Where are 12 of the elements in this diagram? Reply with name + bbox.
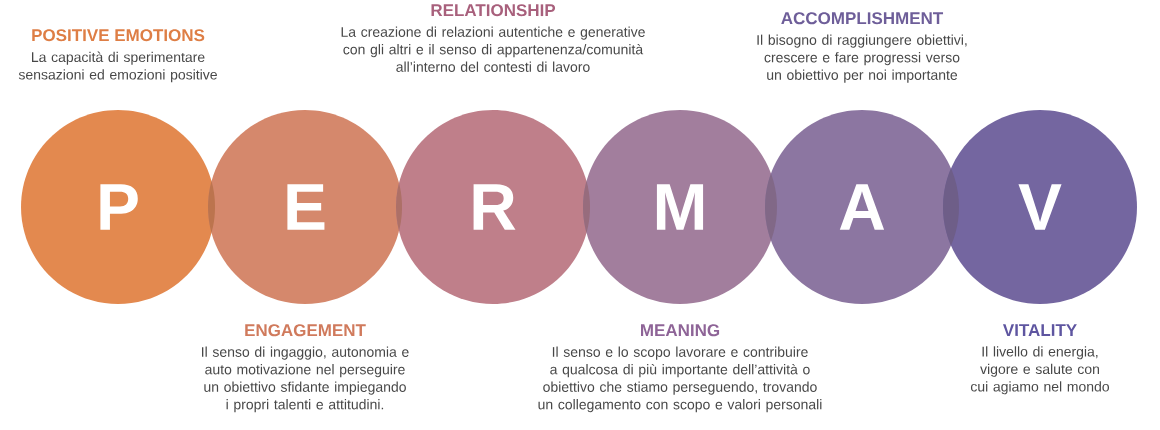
heading: ACCOMPLISHMENT xyxy=(781,12,944,25)
description: Il senso di ingaggio, autonomia e auto motivazione nel perseguire un obiettivo sfidante impiegando i propri talenti e attitudini. xyxy=(202,346,409,413)
heading: ENGAGEMENT xyxy=(245,324,366,337)
heading: POSITIVE EMOTIONS xyxy=(32,29,205,42)
description: Il bisogno di raggiungere obiettivi, crescere e fare progressi verso un obiettivo per noi importante xyxy=(757,34,967,83)
description: Il senso e lo scopo lavorare e contribuire a qualcosa di più importante dell’attività o obiettivo che stiamo perseguendo, trovando un collegamento con scopo e valori personali xyxy=(538,346,822,413)
heading: RELATIONSHIP xyxy=(431,4,556,17)
description: Il livello di energia, vigore e salute con cui agiamo nel mondo xyxy=(970,346,1109,395)
description: La creazione di relazioni autentiche e generative con gli altri e il senso di appartenenza/comunità all’interno del contesti di lavoro xyxy=(341,26,645,72)
heading: MEANING xyxy=(641,324,720,337)
description: La capacità di sperimentare sensazioni ed emozioni positive xyxy=(18,51,217,83)
heading: VITALITY xyxy=(1002,324,1077,336)
